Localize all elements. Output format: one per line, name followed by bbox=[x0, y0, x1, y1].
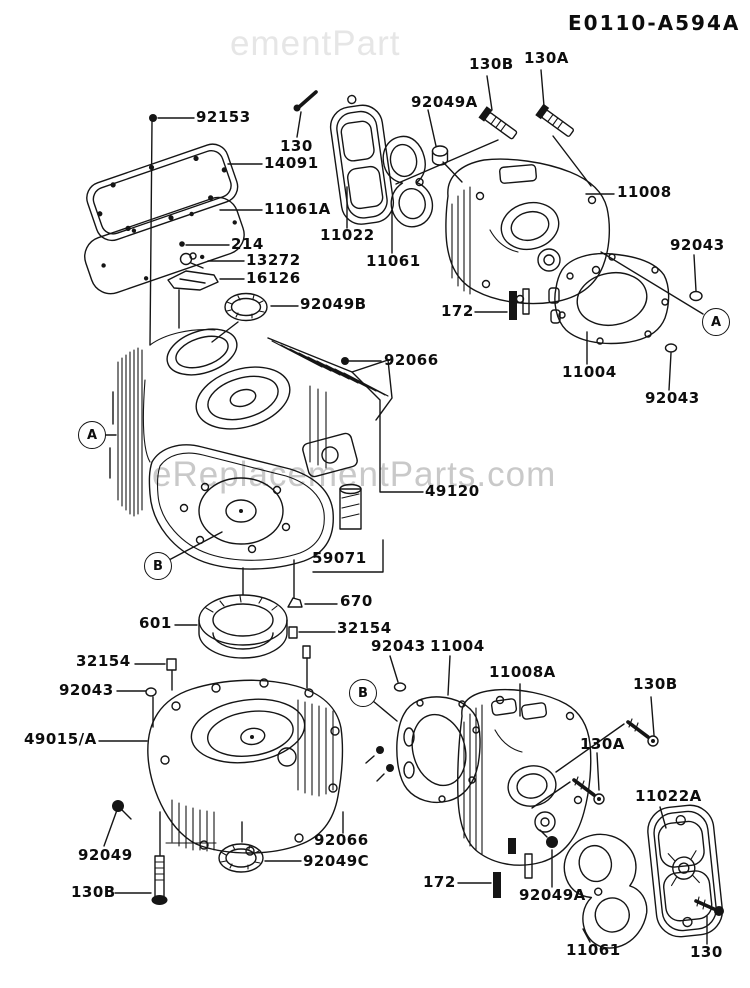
part-label-670: 670 bbox=[340, 592, 373, 610]
crankcase-cover bbox=[147, 678, 344, 856]
part-label-11022: 11022 bbox=[320, 226, 375, 244]
part-label-11022a: 11022A bbox=[635, 787, 702, 805]
part-label-49015a: 49015/A bbox=[24, 730, 97, 748]
part-label-92049b: 92049B bbox=[300, 295, 367, 313]
part-label-92066: 92066 bbox=[384, 351, 439, 369]
part-label-92043: 92043 bbox=[371, 637, 426, 655]
part-label-130a: 130A bbox=[580, 735, 625, 753]
cylinder-head-top bbox=[445, 158, 611, 305]
part-label-13272: 13272 bbox=[246, 251, 301, 269]
part-label-214: 214 bbox=[231, 235, 264, 253]
part-label-92153: 92153 bbox=[196, 108, 251, 126]
part-label-92049a: 92049A bbox=[519, 886, 586, 904]
part-label-32154: 32154 bbox=[76, 652, 131, 670]
part-label-32154: 32154 bbox=[337, 619, 392, 637]
part-label-92043: 92043 bbox=[645, 389, 700, 407]
part-label-172: 172 bbox=[441, 302, 474, 320]
part-label-92049c: 92049C bbox=[303, 852, 370, 870]
valve-cover-gaskets bbox=[84, 143, 245, 295]
leader-lines bbox=[98, 69, 708, 945]
cylinder-block bbox=[117, 328, 393, 570]
part-label-14091: 14091 bbox=[264, 154, 319, 172]
part-label-11061: 11061 bbox=[366, 252, 421, 270]
page-title: E0110-A594A bbox=[568, 11, 741, 35]
part-label-130b: 130B bbox=[633, 675, 678, 693]
rocker-cover-bottom bbox=[563, 804, 724, 949]
head-gasket-top bbox=[548, 252, 670, 345]
part-label-11008: 11008 bbox=[617, 183, 672, 201]
part-label-172: 172 bbox=[423, 873, 456, 891]
part-label-130: 130 bbox=[690, 943, 723, 961]
callout-b: B bbox=[144, 552, 172, 580]
callout-b: B bbox=[349, 679, 377, 707]
callout-a: A bbox=[78, 421, 106, 449]
head-gasket-bottom bbox=[396, 696, 481, 804]
cylinder-head-bottom bbox=[457, 688, 592, 866]
part-label-130b: 130B bbox=[71, 883, 116, 901]
part-label-92043: 92043 bbox=[670, 236, 725, 254]
part-label-130: 130 bbox=[280, 137, 313, 155]
part-label-130b: 130B bbox=[469, 55, 514, 73]
part-label-11004: 11004 bbox=[430, 637, 485, 655]
part-label-59071: 59071 bbox=[312, 549, 367, 567]
part-label-16126: 16126 bbox=[246, 269, 301, 287]
watermark: eReplacementParts.com bbox=[152, 455, 557, 494]
part-label-11008a: 11008A bbox=[489, 663, 556, 681]
part-label-11061: 11061 bbox=[566, 941, 621, 959]
hardware-glyphs bbox=[112, 90, 724, 916]
part-label-92066: 92066 bbox=[314, 831, 369, 849]
part-label-11061a: 11061A bbox=[264, 200, 331, 218]
rocker-cover-top bbox=[329, 94, 434, 228]
part-label-601: 601 bbox=[139, 614, 172, 632]
part-label-92049: 92049 bbox=[78, 846, 133, 864]
callout-a: A bbox=[702, 308, 730, 336]
part-label-11004: 11004 bbox=[562, 363, 617, 381]
part-label-49120: 49120 bbox=[425, 482, 480, 500]
part-label-92043: 92043 bbox=[59, 681, 114, 699]
watermark-top-partial: ementPart bbox=[230, 24, 401, 63]
part-label-130a: 130A bbox=[524, 49, 569, 67]
part-label-92049a: 92049A bbox=[411, 93, 478, 111]
